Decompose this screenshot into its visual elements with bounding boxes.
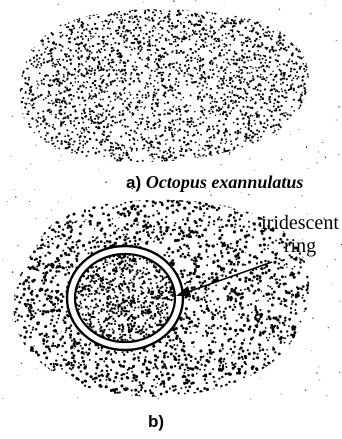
ring-label-line1: iridescent <box>258 212 342 235</box>
panel-a-species-name: Octopus exannulatus <box>146 172 304 192</box>
iridescent-ring-label: iridescent ring <box>258 212 342 258</box>
panel-a-stipple-body <box>13 1 326 167</box>
panel-b-caption: b) <box>148 412 164 432</box>
background-speckle <box>2 0 342 399</box>
panel-a-letter: a) <box>126 173 141 192</box>
ring-label-line2: ring <box>258 235 342 258</box>
panel-a-caption: a) Octopus exannulatus <box>126 172 303 193</box>
